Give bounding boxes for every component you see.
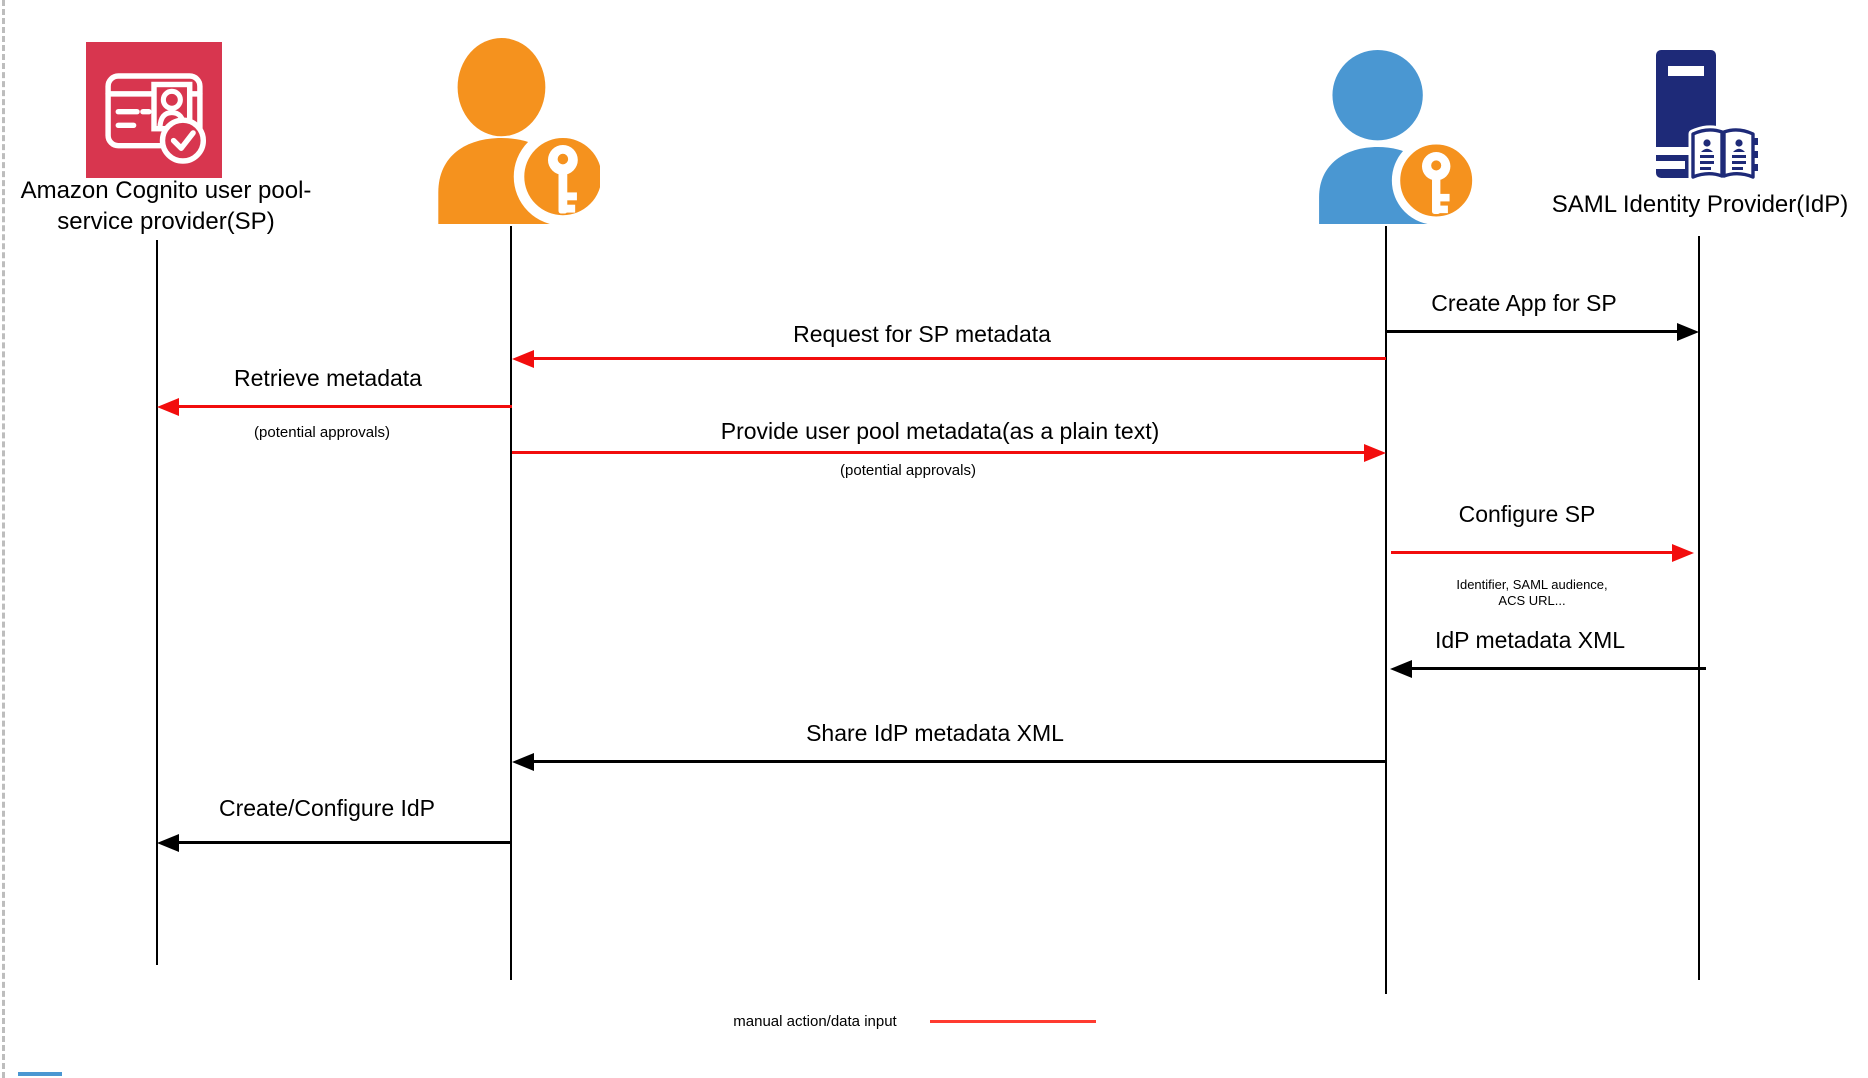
arrowhead-left-icon (157, 398, 179, 416)
arrowhead-right-icon (1677, 323, 1699, 341)
message-label: IdP metadata XML (1434, 627, 1626, 653)
cognito-id-card-icon (86, 42, 222, 178)
message-note-line2: ACS URL... (1498, 593, 1566, 608)
page-corner-mark (18, 1072, 62, 1076)
message-note-line1: Identifier, SAML audience, (1456, 577, 1608, 592)
arrowhead-right-icon (1364, 444, 1386, 462)
lifeline-cognito (156, 240, 158, 965)
arrowhead-left-icon (1390, 660, 1412, 678)
arrow-line (534, 760, 1386, 763)
saml-server-directory-icon (1653, 48, 1760, 185)
lifeline-saml-idp (1698, 236, 1700, 980)
arrow-line (1386, 330, 1677, 333)
person-with-key-icon-orange (424, 38, 613, 226)
message-label: Create App for SP (1431, 290, 1617, 316)
message-note: (potential approvals) (254, 424, 390, 441)
lifeline-idp-admin (1385, 226, 1387, 994)
lifeline-sp-admin (510, 226, 512, 980)
actor-label-cognito-line1: Amazon Cognito user pool- (20, 177, 312, 204)
message-label: Provide user pool metadata(as a plain te… (720, 418, 1160, 444)
arrow-line (512, 451, 1364, 454)
arrowhead-right-icon (1672, 544, 1694, 562)
person-with-key-icon-blue (1298, 50, 1481, 225)
message-label: Retrieve metadata (234, 365, 422, 391)
arrowhead-left-icon (512, 350, 534, 368)
message-label: Share IdP metadata XML (806, 720, 1064, 746)
message-label: Configure SP (1458, 501, 1596, 527)
arrow-line (534, 357, 1386, 360)
actor-label-cognito: Amazon Cognito user pool- service provid… (21, 175, 312, 237)
actor-label-cognito-line2: service provider(SP) (57, 208, 275, 235)
arrow-line (179, 841, 512, 844)
message-note: (potential approvals) (840, 462, 976, 479)
legend-red-line (930, 1020, 1096, 1023)
page-edge-dashed-line (2, 0, 5, 1078)
message-label: Request for SP metadata (793, 321, 1051, 347)
message-label: Create/Configure IdP (218, 795, 436, 821)
arrowhead-left-icon (157, 834, 179, 852)
arrow-line (179, 405, 512, 408)
actor-label-saml-idp: SAML Identity Provider(IdP) (1552, 189, 1849, 220)
arrow-line (1391, 551, 1672, 554)
arrow-line (1412, 667, 1706, 670)
arrowhead-left-icon (512, 753, 534, 771)
legend-label: manual action/data input (733, 1013, 897, 1030)
actor-label-saml-idp-text: SAML Identity Provider(IdP) (1551, 191, 1849, 218)
